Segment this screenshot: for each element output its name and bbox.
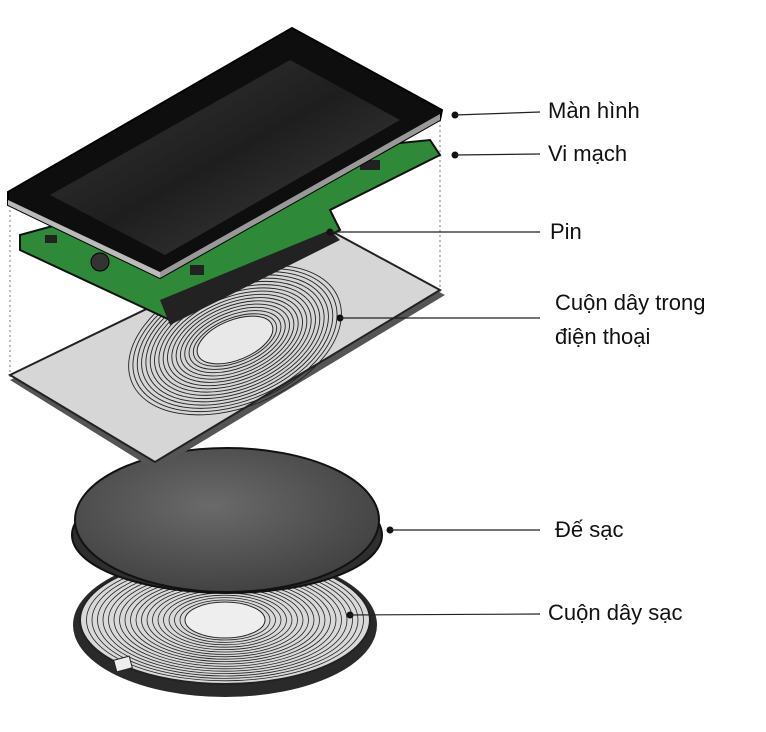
- svg-text:Cuộn dây trong: Cuộn dây trong: [555, 290, 705, 315]
- svg-text:Màn hình: Màn hình: [548, 98, 640, 123]
- svg-text:điện thoại: điện thoại: [555, 324, 650, 349]
- label-phone-coil: Cuộn dây trong điện thoại: [336, 290, 705, 349]
- svg-text:Đế sạc: Đế sạc: [555, 517, 623, 542]
- phone-screen: [7, 26, 444, 280]
- coil-winding: [179, 599, 271, 641]
- label-battery: Pin: [326, 219, 582, 244]
- coil-winding: [171, 297, 299, 383]
- label-charging-base: Đế sạc: [386, 517, 623, 542]
- coil-winding: [167, 293, 303, 387]
- svg-text:Cuộn dây sạc: Cuộn dây sạc: [548, 600, 683, 625]
- svg-text:Vi mạch: Vi mạch: [548, 141, 627, 166]
- coil-winding: [184, 306, 286, 374]
- coil-winding: [192, 313, 278, 367]
- charging-base: [71, 447, 383, 594]
- coil-winding: [168, 594, 282, 646]
- coil-winding: [174, 597, 276, 643]
- coil-winding: [175, 300, 295, 380]
- coil-winding: [179, 303, 291, 377]
- label-screen: Màn hình: [451, 98, 640, 123]
- charging-coil: [73, 553, 377, 697]
- guide-lines: [9, 120, 441, 380]
- label-charging-coil: Cuộn dây sạc: [346, 600, 683, 625]
- label-circuit: Vi mạch: [451, 141, 627, 166]
- svg-text:Pin: Pin: [550, 219, 582, 244]
- coil-winding: [188, 310, 282, 370]
- phone-coil-plate: [7, 223, 445, 470]
